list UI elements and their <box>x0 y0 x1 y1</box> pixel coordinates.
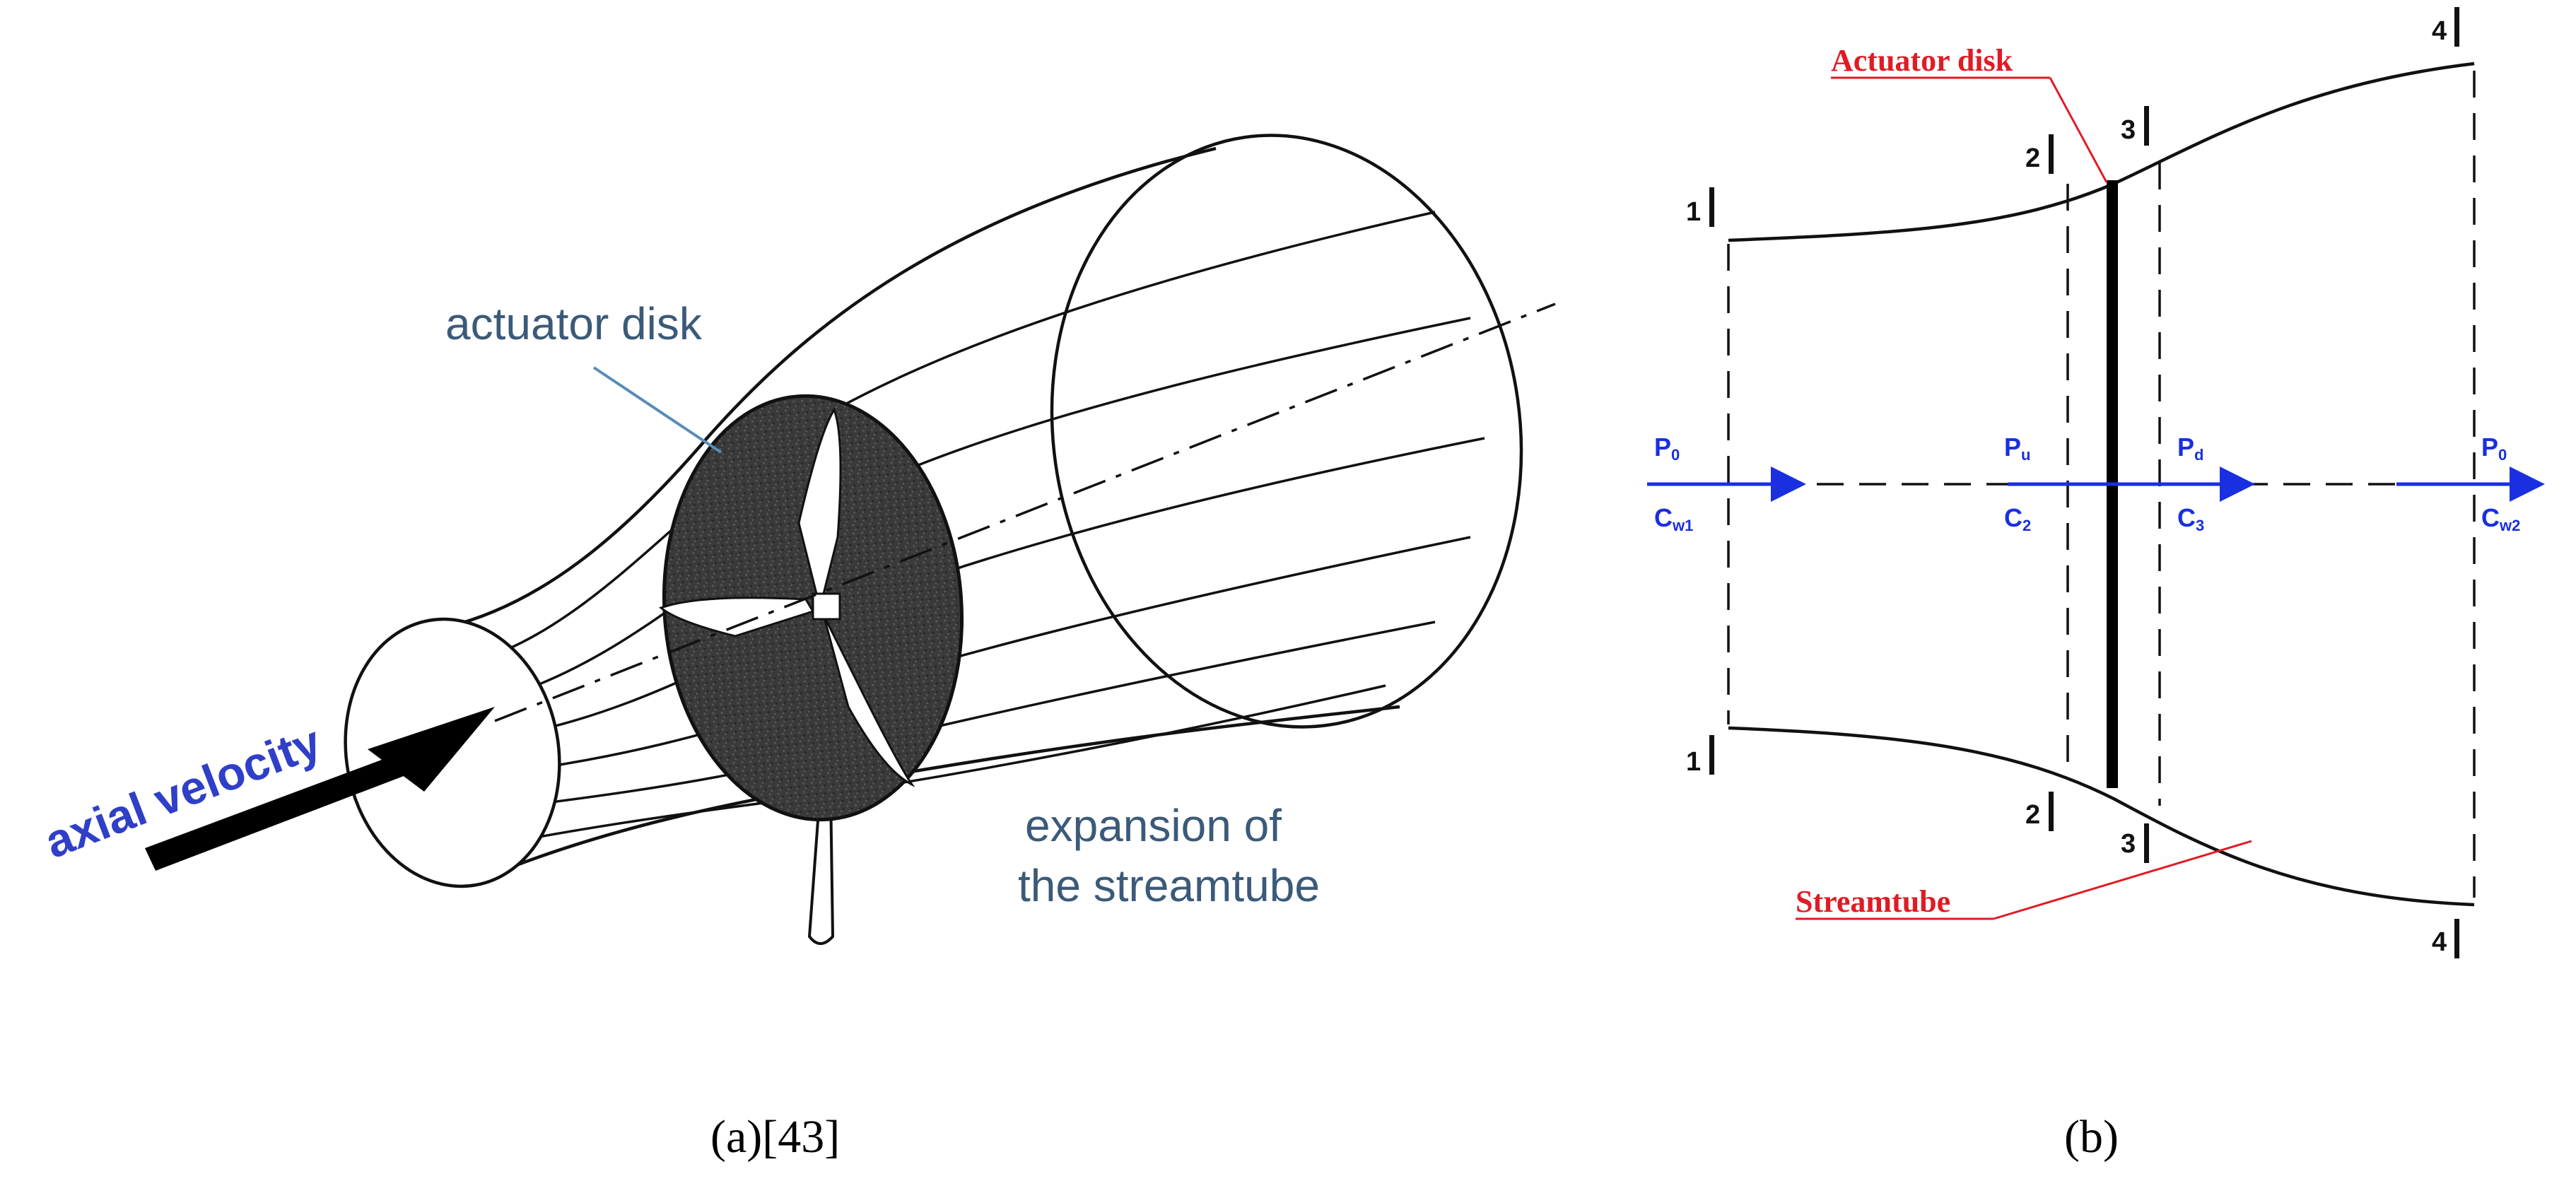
actuator-disk-red-label: Actuator disk <box>1831 43 2013 78</box>
panel-b: 1 1 2 2 3 3 4 4 P0 Pu Pd P0 Cw1 C2 C3 Cw… <box>1647 7 2545 1163</box>
streamtube-red-label: Streamtube <box>1796 884 1950 919</box>
section-number-1-bottom: 1 <box>1686 747 1701 777</box>
outlet-ellipse <box>1050 134 1523 729</box>
caption-a-prefix: (a) <box>710 1111 762 1163</box>
caption-b: (b) <box>2064 1111 2119 1163</box>
section-number-3-bottom: 3 <box>2121 829 2136 859</box>
axial-arrow <box>145 707 495 871</box>
pressure-label-3: Pd <box>2177 433 2203 464</box>
tower <box>807 790 835 945</box>
pressure-label-1: P0 <box>1654 433 1680 464</box>
pressure-label-4: P0 <box>2481 433 2507 464</box>
expansion-label-line2: the streamtube <box>1018 860 1320 911</box>
section-number-2-top: 2 <box>2025 143 2040 173</box>
streamtube-top-edge <box>438 146 1217 631</box>
section-number-4-bottom: 4 <box>2432 927 2447 957</box>
rotor-axis <box>494 303 1556 722</box>
disk-leader-line <box>592 366 722 454</box>
caption-a-ref: [43] <box>762 1111 840 1163</box>
section-markers <box>1709 7 2459 958</box>
velocity-label-4: Cw2 <box>2481 503 2520 534</box>
streamtube-lower-boundary <box>1728 726 2475 907</box>
streamtube-upper-boundary <box>1728 61 2475 242</box>
panel-a: actuator disk axial velocity expansion o… <box>37 134 1556 1163</box>
streamtube-bottom-edge <box>487 705 1400 879</box>
expansion-label-line1: expansion of <box>1025 800 1282 851</box>
section-number-4-top: 4 <box>2432 16 2447 46</box>
pressure-label-2: Pu <box>2004 433 2030 464</box>
section-number-1-top: 1 <box>1686 197 1701 227</box>
rotor <box>658 407 915 787</box>
section-number-2-bottom: 2 <box>2025 800 2040 830</box>
actuator-disk-label: actuator disk <box>445 298 703 349</box>
actuator-disk-leader <box>2049 77 2108 183</box>
velocity-label-1: Cw1 <box>1654 503 1693 534</box>
section-number-3-top: 3 <box>2121 115 2136 145</box>
caption-a: (a)[43] <box>710 1111 840 1163</box>
velocity-label-2: C2 <box>2004 503 2031 534</box>
velocity-label-3: C3 <box>2177 503 2204 534</box>
streamtube-leader <box>1993 840 2252 920</box>
